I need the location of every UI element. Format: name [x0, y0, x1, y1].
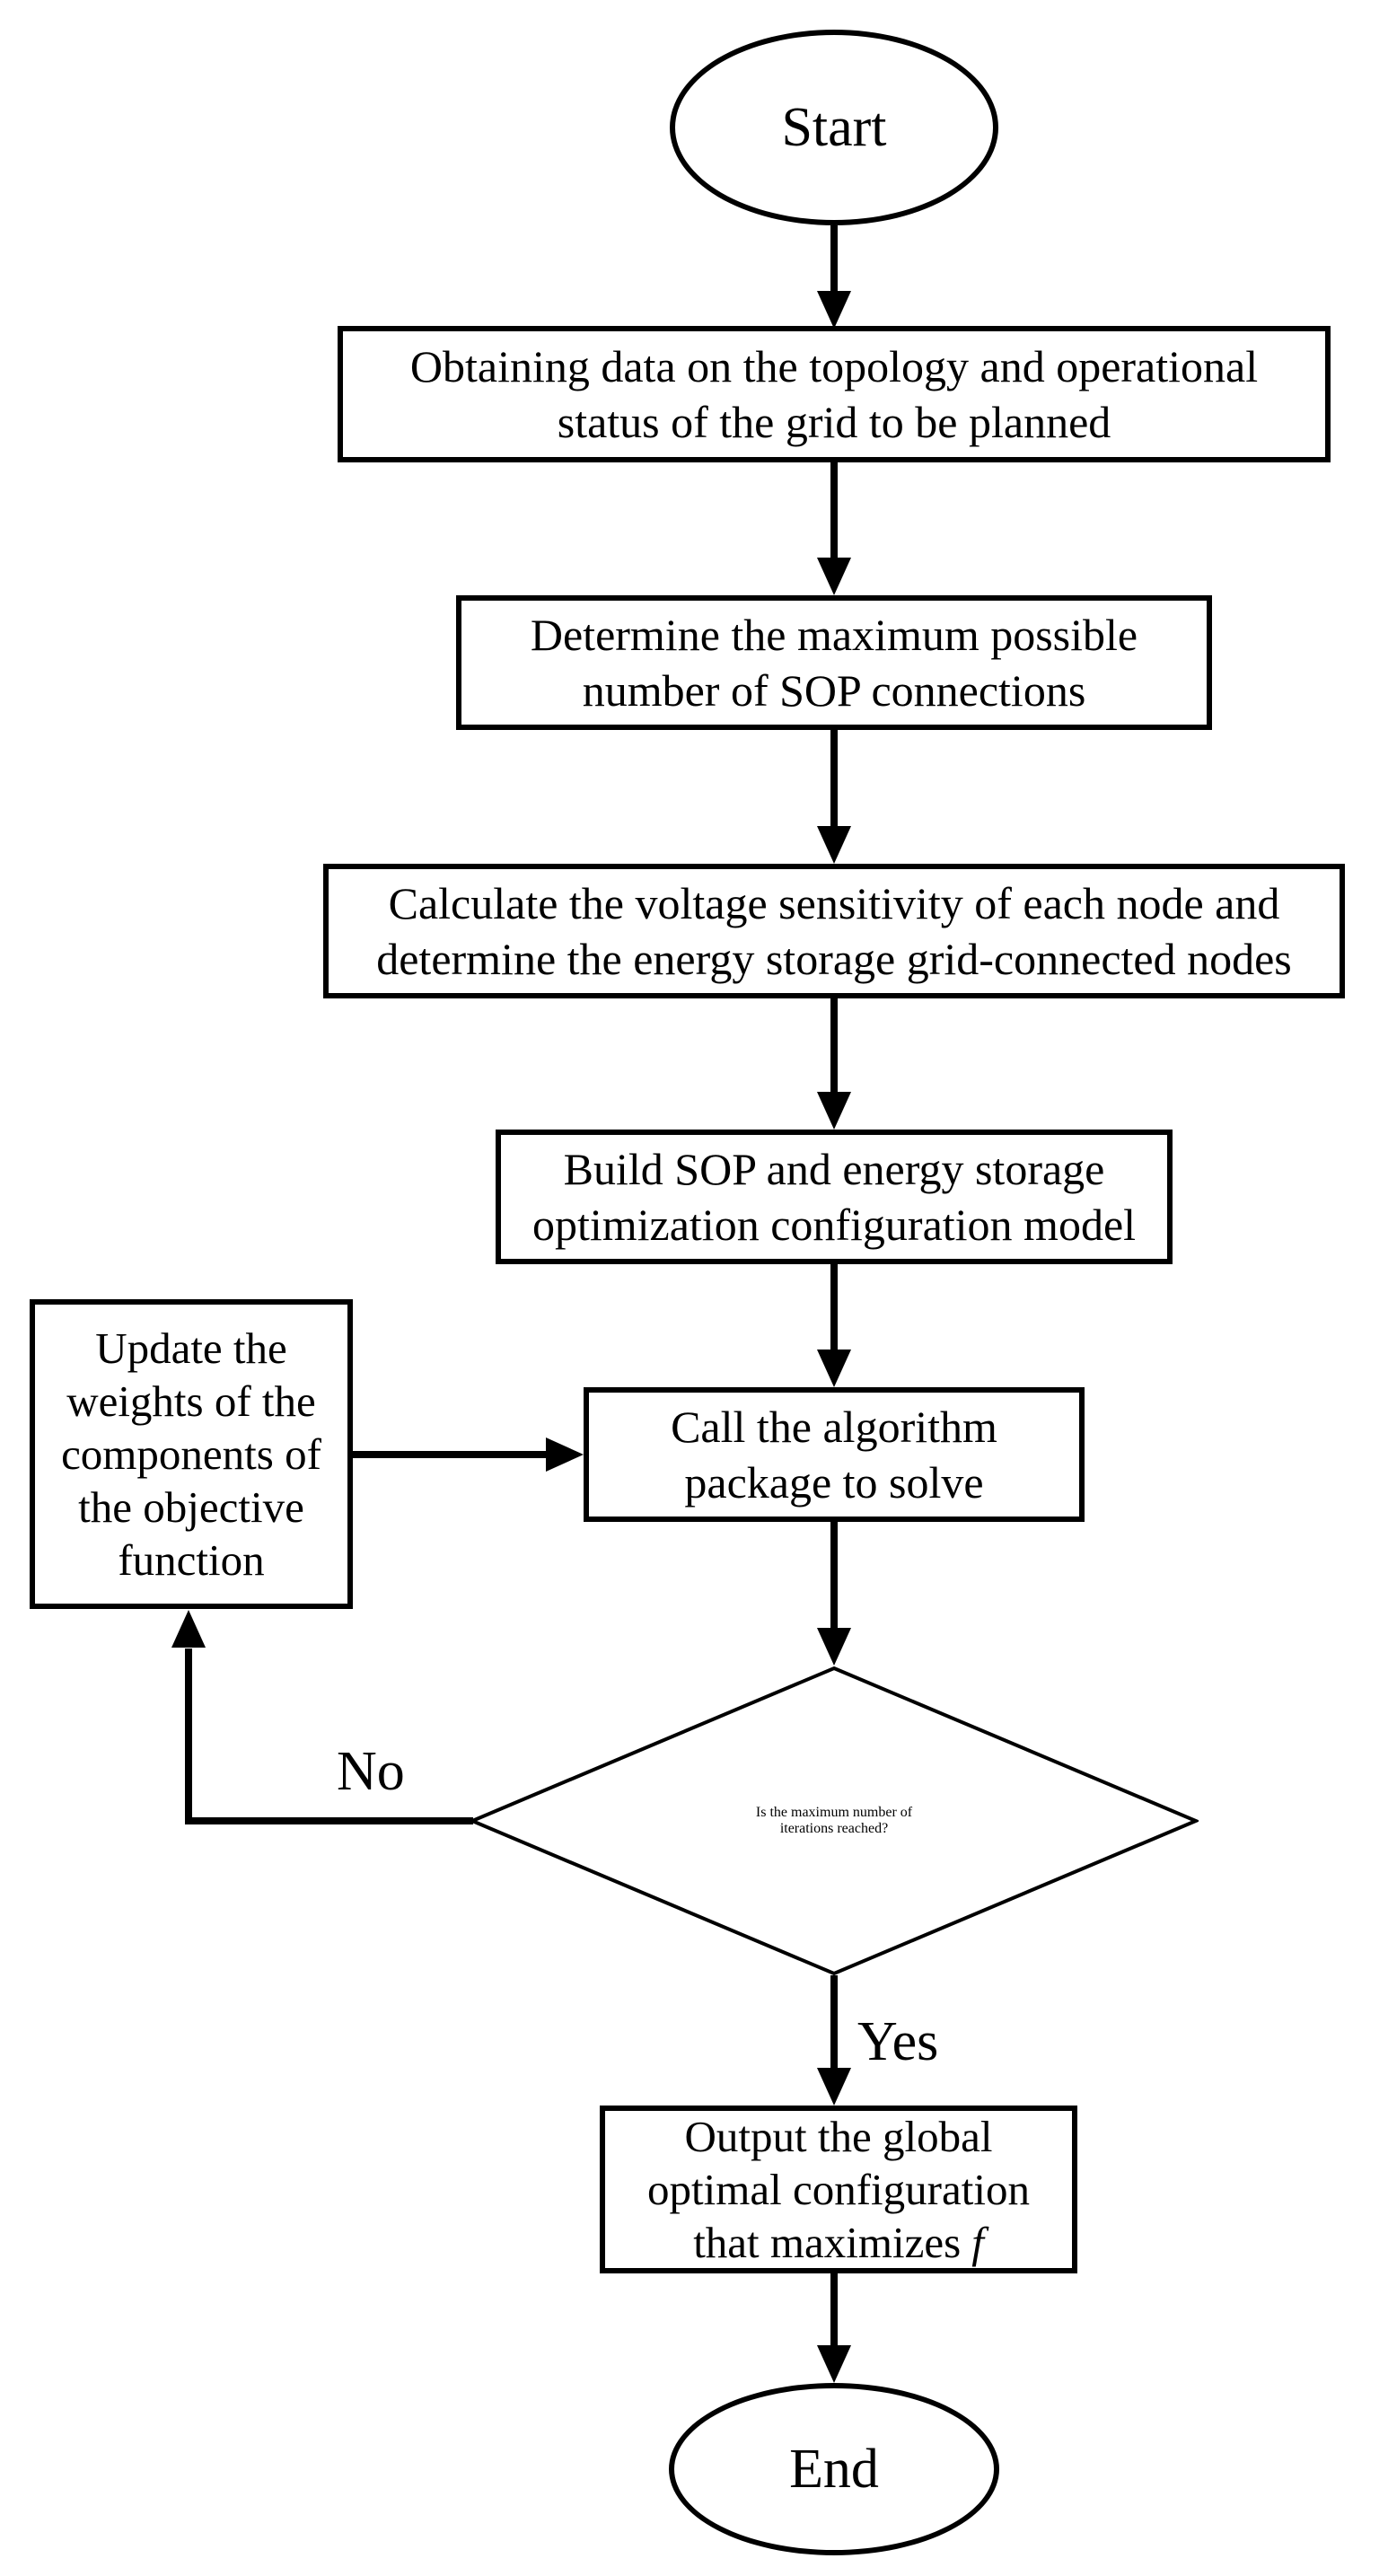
arrowhead-down-icon [817, 558, 851, 595]
node-voltage-sensitivity-line1: Calculate the voltage sensitivity of eac… [388, 878, 1280, 928]
edge-maxsop-to-sensitivity [830, 729, 838, 830]
node-output-line3-text: that maximizes [693, 2218, 962, 2267]
node-acquire-data: Obtaining data on the topology and opera… [338, 326, 1331, 462]
arrowhead-down-icon [817, 2345, 851, 2383]
node-voltage-sensitivity: Calculate the voltage sensitivity of eac… [323, 864, 1345, 998]
node-call-solver: Call the algorithm package to solve [584, 1387, 1085, 1522]
objective-function-symbol: f [971, 2218, 984, 2267]
node-update-weights-line5: function [118, 1535, 265, 1585]
node-update-weights-line2: weights of the [66, 1376, 316, 1426]
edge-start-to-acquire [830, 225, 838, 297]
node-output-line2: optimal configuration [647, 2165, 1030, 2214]
node-start: Start [670, 30, 998, 225]
edge-label-no: No [337, 1741, 405, 1802]
node-update-weights-line1: Update the [95, 1323, 287, 1373]
node-voltage-sensitivity-line2: determine the energy storage grid-connec… [376, 934, 1292, 984]
node-output: Output the global optimal configuration … [600, 2106, 1077, 2273]
edge-solver-to-decision [830, 1522, 838, 1631]
arrowhead-down-icon [817, 291, 851, 329]
node-end: End [669, 2383, 999, 2555]
edge-no-vertical [185, 1648, 192, 1824]
edge-update-to-solver [353, 1451, 552, 1458]
node-decision-line2: iterations reached? [779, 1821, 889, 1836]
node-start-label: Start [781, 97, 887, 158]
arrowhead-down-icon [817, 826, 851, 864]
node-max-sop: Determine the maximum possible number of… [456, 595, 1212, 730]
edge-yes-vertical [830, 1975, 838, 2072]
node-build-model: Build SOP and energy storage optimizatio… [496, 1130, 1173, 1264]
node-decision-line1: Is the maximum number of [755, 1805, 913, 1820]
arrowhead-right-icon [546, 1437, 584, 1472]
node-call-solver-line2: package to solve [684, 1457, 984, 1508]
node-decision-text: Is the maximum number of iterations reac… [505, 1753, 1163, 1889]
arrowhead-up-icon [171, 1610, 206, 1648]
node-max-sop-line1: Determine the maximum possible [530, 610, 1138, 660]
node-update-weights-line3: components of [61, 1429, 321, 1479]
arrowhead-down-icon [817, 2068, 851, 2106]
node-acquire-data-line2: status of the grid to be planned [557, 397, 1111, 447]
diamond-shape [470, 1666, 1199, 1976]
edge-sensitivity-to-model [830, 998, 838, 1095]
edge-no-horizontal [185, 1817, 473, 1824]
node-output-line3: that maximizes f [693, 2216, 984, 2269]
edge-model-to-solver [830, 1264, 838, 1354]
node-output-line1: Output the global [684, 2112, 993, 2161]
node-end-label: End [789, 2439, 879, 2500]
node-update-weights-line4: the objective [78, 1482, 304, 1532]
edge-output-to-end [830, 2273, 838, 2350]
arrowhead-down-icon [817, 1628, 851, 1666]
node-acquire-data-line1: Obtaining data on the topology and opera… [409, 341, 1259, 391]
edge-acquire-to-maxsop [830, 460, 838, 560]
arrowhead-down-icon [817, 1350, 851, 1387]
node-build-model-line2: optimization configuration model [531, 1200, 1137, 1250]
edge-label-yes: Yes [857, 2011, 939, 2072]
node-update-weights: Update the weights of the components of … [30, 1299, 353, 1609]
node-max-sop-line2: number of SOP connections [582, 665, 1086, 716]
node-decision-diamond [470, 1666, 1199, 1976]
node-build-model-line1: Build SOP and energy storage [563, 1144, 1105, 1194]
arrowhead-down-icon [817, 1092, 851, 1130]
node-call-solver-line1: Call the algorithm [671, 1402, 997, 1452]
